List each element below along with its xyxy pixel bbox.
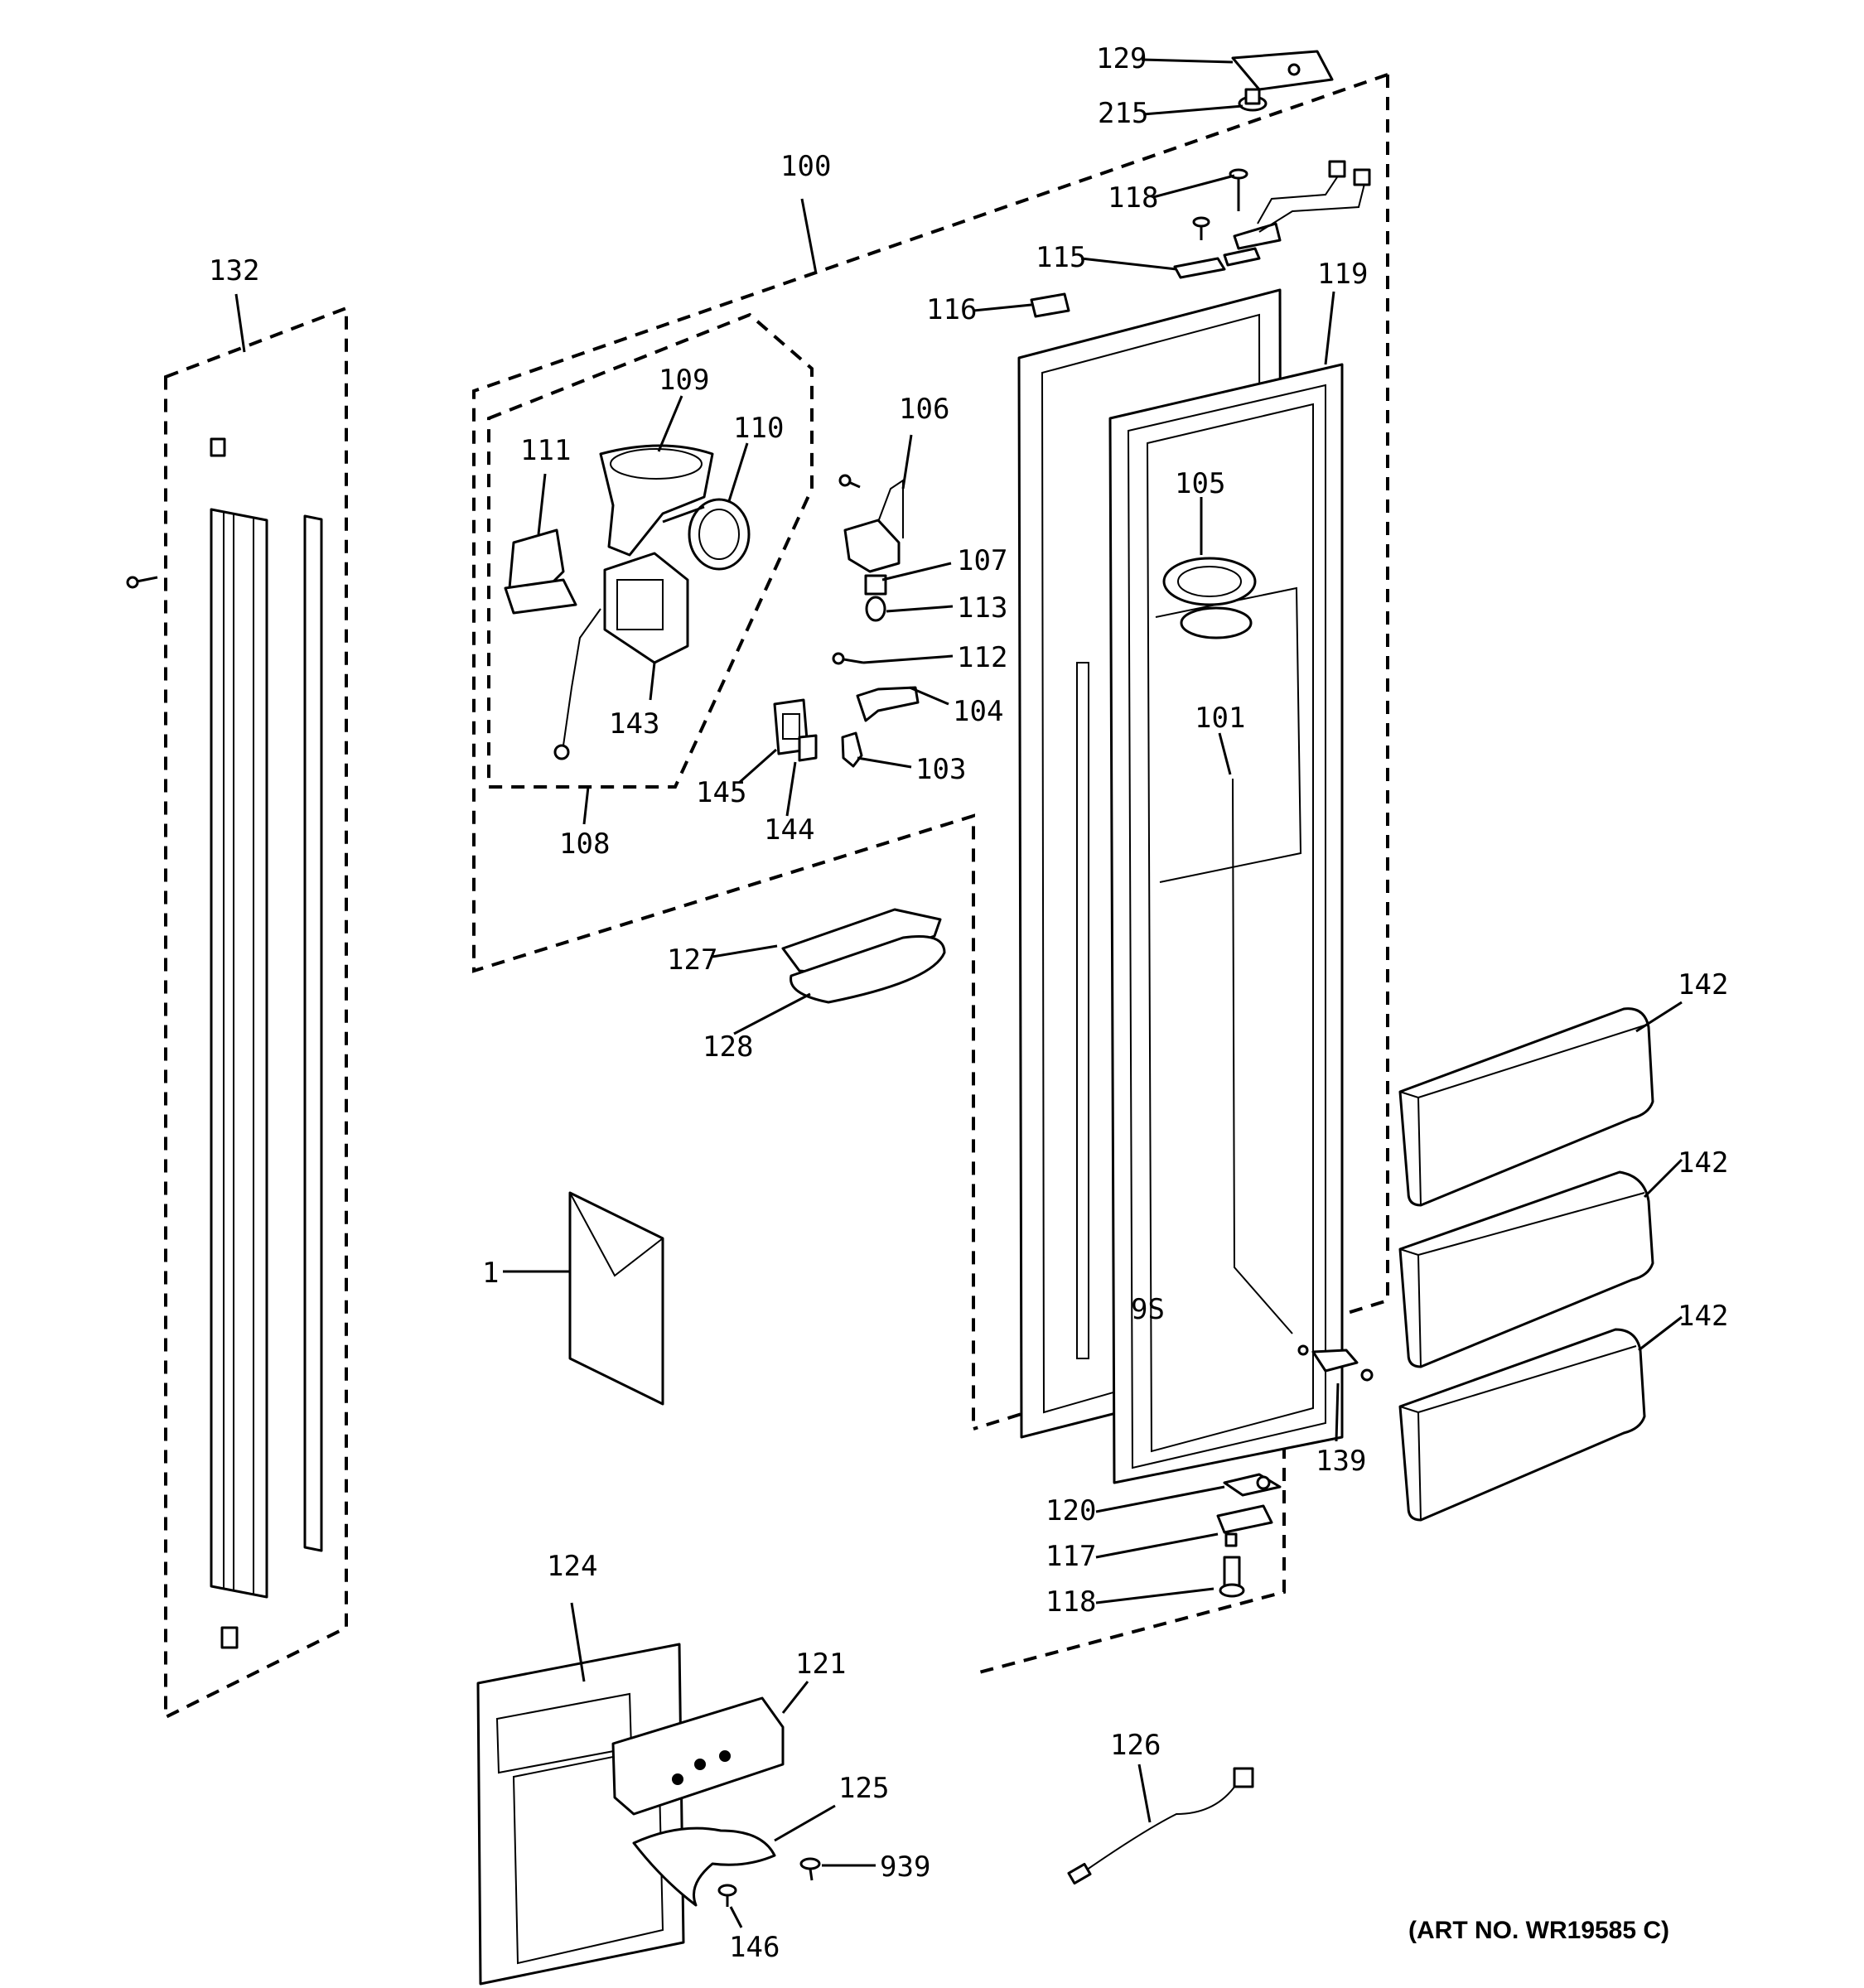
bottom-hinge-part xyxy=(1216,1473,1282,1598)
callout-143: 143 xyxy=(609,707,659,741)
callout-112: 112 xyxy=(957,641,1007,674)
callout-113: 113 xyxy=(957,591,1007,625)
callout-117: 117 xyxy=(1045,1540,1096,1573)
dispenser-control-part xyxy=(611,1696,785,1816)
switch-parts xyxy=(773,686,920,768)
door-liner-part: 9S xyxy=(1017,288,1344,1484)
callout-109: 109 xyxy=(659,364,709,397)
door-bin-part-3 xyxy=(1398,1328,1646,1522)
callout-132: 132 xyxy=(209,254,259,287)
callout-119: 119 xyxy=(1317,258,1368,291)
callout-139: 139 xyxy=(1316,1445,1366,1478)
callout-118-bottom: 118 xyxy=(1045,1585,1096,1619)
svg-text:9S: 9S xyxy=(1131,1293,1165,1326)
callout-144: 144 xyxy=(764,813,814,847)
callout-142-2: 142 xyxy=(1678,1146,1728,1180)
screws-939-146-part xyxy=(717,1857,821,1907)
water-fitting-part xyxy=(1297,1344,1374,1382)
callout-939: 939 xyxy=(880,1850,930,1884)
callout-1: 1 xyxy=(482,1257,499,1290)
callout-101: 101 xyxy=(1195,702,1245,735)
callout-111: 111 xyxy=(520,434,571,467)
callout-142-1: 142 xyxy=(1678,968,1728,1001)
hinge-screws-part xyxy=(1030,160,1371,318)
door-bin-part-1 xyxy=(1398,1007,1654,1207)
art-number: (ART NO. WR19585 C) xyxy=(1408,1917,1669,1944)
callout-215: 215 xyxy=(1098,97,1148,130)
dispenser-housing-part xyxy=(476,1643,685,1986)
callout-103: 103 xyxy=(915,753,966,786)
callout-145: 145 xyxy=(696,776,746,809)
callout-100: 100 xyxy=(780,150,831,183)
callout-129: 129 xyxy=(1096,42,1147,75)
callout-128: 128 xyxy=(703,1030,753,1064)
literature-part xyxy=(568,1191,664,1406)
light-switch-part xyxy=(832,474,904,665)
wire-harness-part xyxy=(1067,1767,1254,1885)
callout-107: 107 xyxy=(957,544,1007,577)
callout-146: 146 xyxy=(729,1931,780,1964)
callout-115: 115 xyxy=(1036,241,1086,274)
auger-motor-part xyxy=(504,444,751,760)
trim-strip-part xyxy=(126,437,323,1649)
dispenser-shelf-part xyxy=(781,908,946,1004)
callout-106: 106 xyxy=(899,393,949,426)
group-hinge-outline xyxy=(975,1445,1286,1675)
group-100-outline-top xyxy=(472,73,1388,1429)
door-bin-part-2 xyxy=(1398,1170,1654,1368)
group-108-outline xyxy=(487,312,814,789)
callout-125: 125 xyxy=(838,1772,889,1805)
callout-127: 127 xyxy=(667,943,717,977)
callout-105: 105 xyxy=(1175,467,1225,500)
callout-142-3: 142 xyxy=(1678,1300,1728,1333)
callout-118-top: 118 xyxy=(1108,181,1158,215)
leader-lines xyxy=(234,58,1683,1928)
callout-104: 104 xyxy=(953,695,1003,728)
group-100-outline xyxy=(973,75,1389,1431)
callout-116: 116 xyxy=(926,293,977,326)
dispenser-paddle-part xyxy=(632,1826,776,1907)
callout-120: 120 xyxy=(1045,1494,1096,1527)
callout-110: 110 xyxy=(733,412,784,445)
callout-108: 108 xyxy=(559,828,610,861)
top-hinge-part xyxy=(1231,50,1334,112)
callout-126: 126 xyxy=(1110,1729,1161,1762)
callout-124: 124 xyxy=(547,1550,597,1583)
callout-121: 121 xyxy=(795,1648,846,1681)
